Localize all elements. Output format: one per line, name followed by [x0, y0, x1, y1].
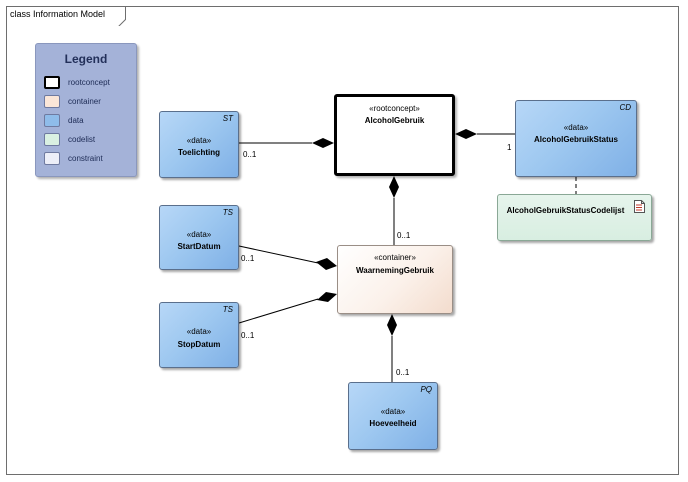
legend-label-rootconcept: rootconcept	[68, 78, 110, 87]
class-alcoholgebruikstatuscodelijst[interactable]: AlcoholGebruikStatusCodelijst	[497, 194, 652, 241]
legend-label-data: data	[68, 116, 84, 125]
frame-title: class Information Model	[10, 9, 106, 19]
multiplicity-hoeveelheid: 0..1	[396, 368, 410, 377]
stereotype-label: «container»	[374, 253, 416, 262]
class-waarnemingGebruik[interactable]: «container» WaarnemingGebruik	[337, 245, 453, 314]
stereotype-label: «data»	[186, 230, 212, 239]
class-stopdatum[interactable]: TS «data» StopDatum	[159, 302, 239, 368]
legend-swatch-rootconcept	[44, 76, 60, 89]
class-name: Hoeveelheid	[369, 419, 417, 428]
stereotype-label: «rootconcept»	[369, 104, 420, 113]
legend-swatch-container	[44, 95, 60, 108]
stereotype-label: «data»	[186, 327, 212, 336]
stereotype-label: «data»	[380, 407, 406, 416]
class-name: AlcoholGebruik	[364, 116, 425, 125]
multiplicity-status: 1	[507, 143, 512, 152]
class-name: StopDatum	[177, 340, 221, 349]
legend-swatch-constraint	[44, 152, 60, 165]
class-name: StartDatum	[177, 242, 221, 251]
diamond-waarneming	[389, 176, 399, 198]
class-alcoholgebruik[interactable]: «rootconcept» AlcoholGebruik	[334, 94, 455, 176]
diamond-hoeveelheid	[387, 314, 397, 336]
class-toelichting[interactable]: ST «data» Toelichting	[159, 111, 239, 178]
class-alcoholgebruikstatus[interactable]: CD «data» AlcoholGebruikStatus	[515, 100, 637, 177]
diamond-status	[455, 129, 477, 139]
class-name: Toelichting	[177, 148, 221, 157]
legend: Legend rootconcept container data codeli…	[35, 43, 137, 177]
multiplicity-stopdatum: 0..1	[241, 331, 255, 340]
assoc-startdatum	[238, 245, 319, 264]
class-startdatum[interactable]: TS «data» StartDatum	[159, 205, 239, 270]
document-icon	[634, 200, 645, 213]
stereotype-label: «data»	[563, 123, 589, 132]
multiplicity-startdatum: 0..1	[241, 254, 255, 263]
datatype-tag: TS	[222, 305, 233, 314]
class-hoeveelheid[interactable]: PQ «data» Hoeveelheid	[348, 382, 438, 450]
legend-label-container: container	[68, 97, 101, 106]
datatype-tag: TS	[222, 208, 233, 217]
multiplicity-toelichting: 0..1	[243, 150, 257, 159]
datatype-tag: ST	[222, 114, 233, 123]
diamond-toelichting	[312, 138, 334, 148]
stereotype-label: «data»	[186, 136, 212, 145]
datatype-tag: CD	[619, 103, 631, 112]
legend-swatch-data	[44, 114, 60, 127]
frame-tab	[6, 6, 126, 26]
legend-title: Legend	[64, 52, 108, 66]
diamond-startdatum	[316, 258, 337, 270]
legend-swatch-codelist	[44, 133, 60, 146]
class-name: AlcoholGebruikStatusCodelijst	[506, 206, 625, 215]
legend-label-constraint: constraint	[68, 154, 103, 163]
class-name: AlcoholGebruikStatus	[533, 135, 618, 144]
multiplicity-waarneming: 0..1	[397, 231, 411, 240]
datatype-tag: PQ	[420, 385, 432, 394]
diamond-stopdatum	[317, 292, 337, 302]
legend-label-codelist: codelist	[68, 135, 96, 144]
class-name: WaarnemingGebruik	[356, 266, 434, 275]
assoc-stopdatum	[238, 298, 319, 324]
